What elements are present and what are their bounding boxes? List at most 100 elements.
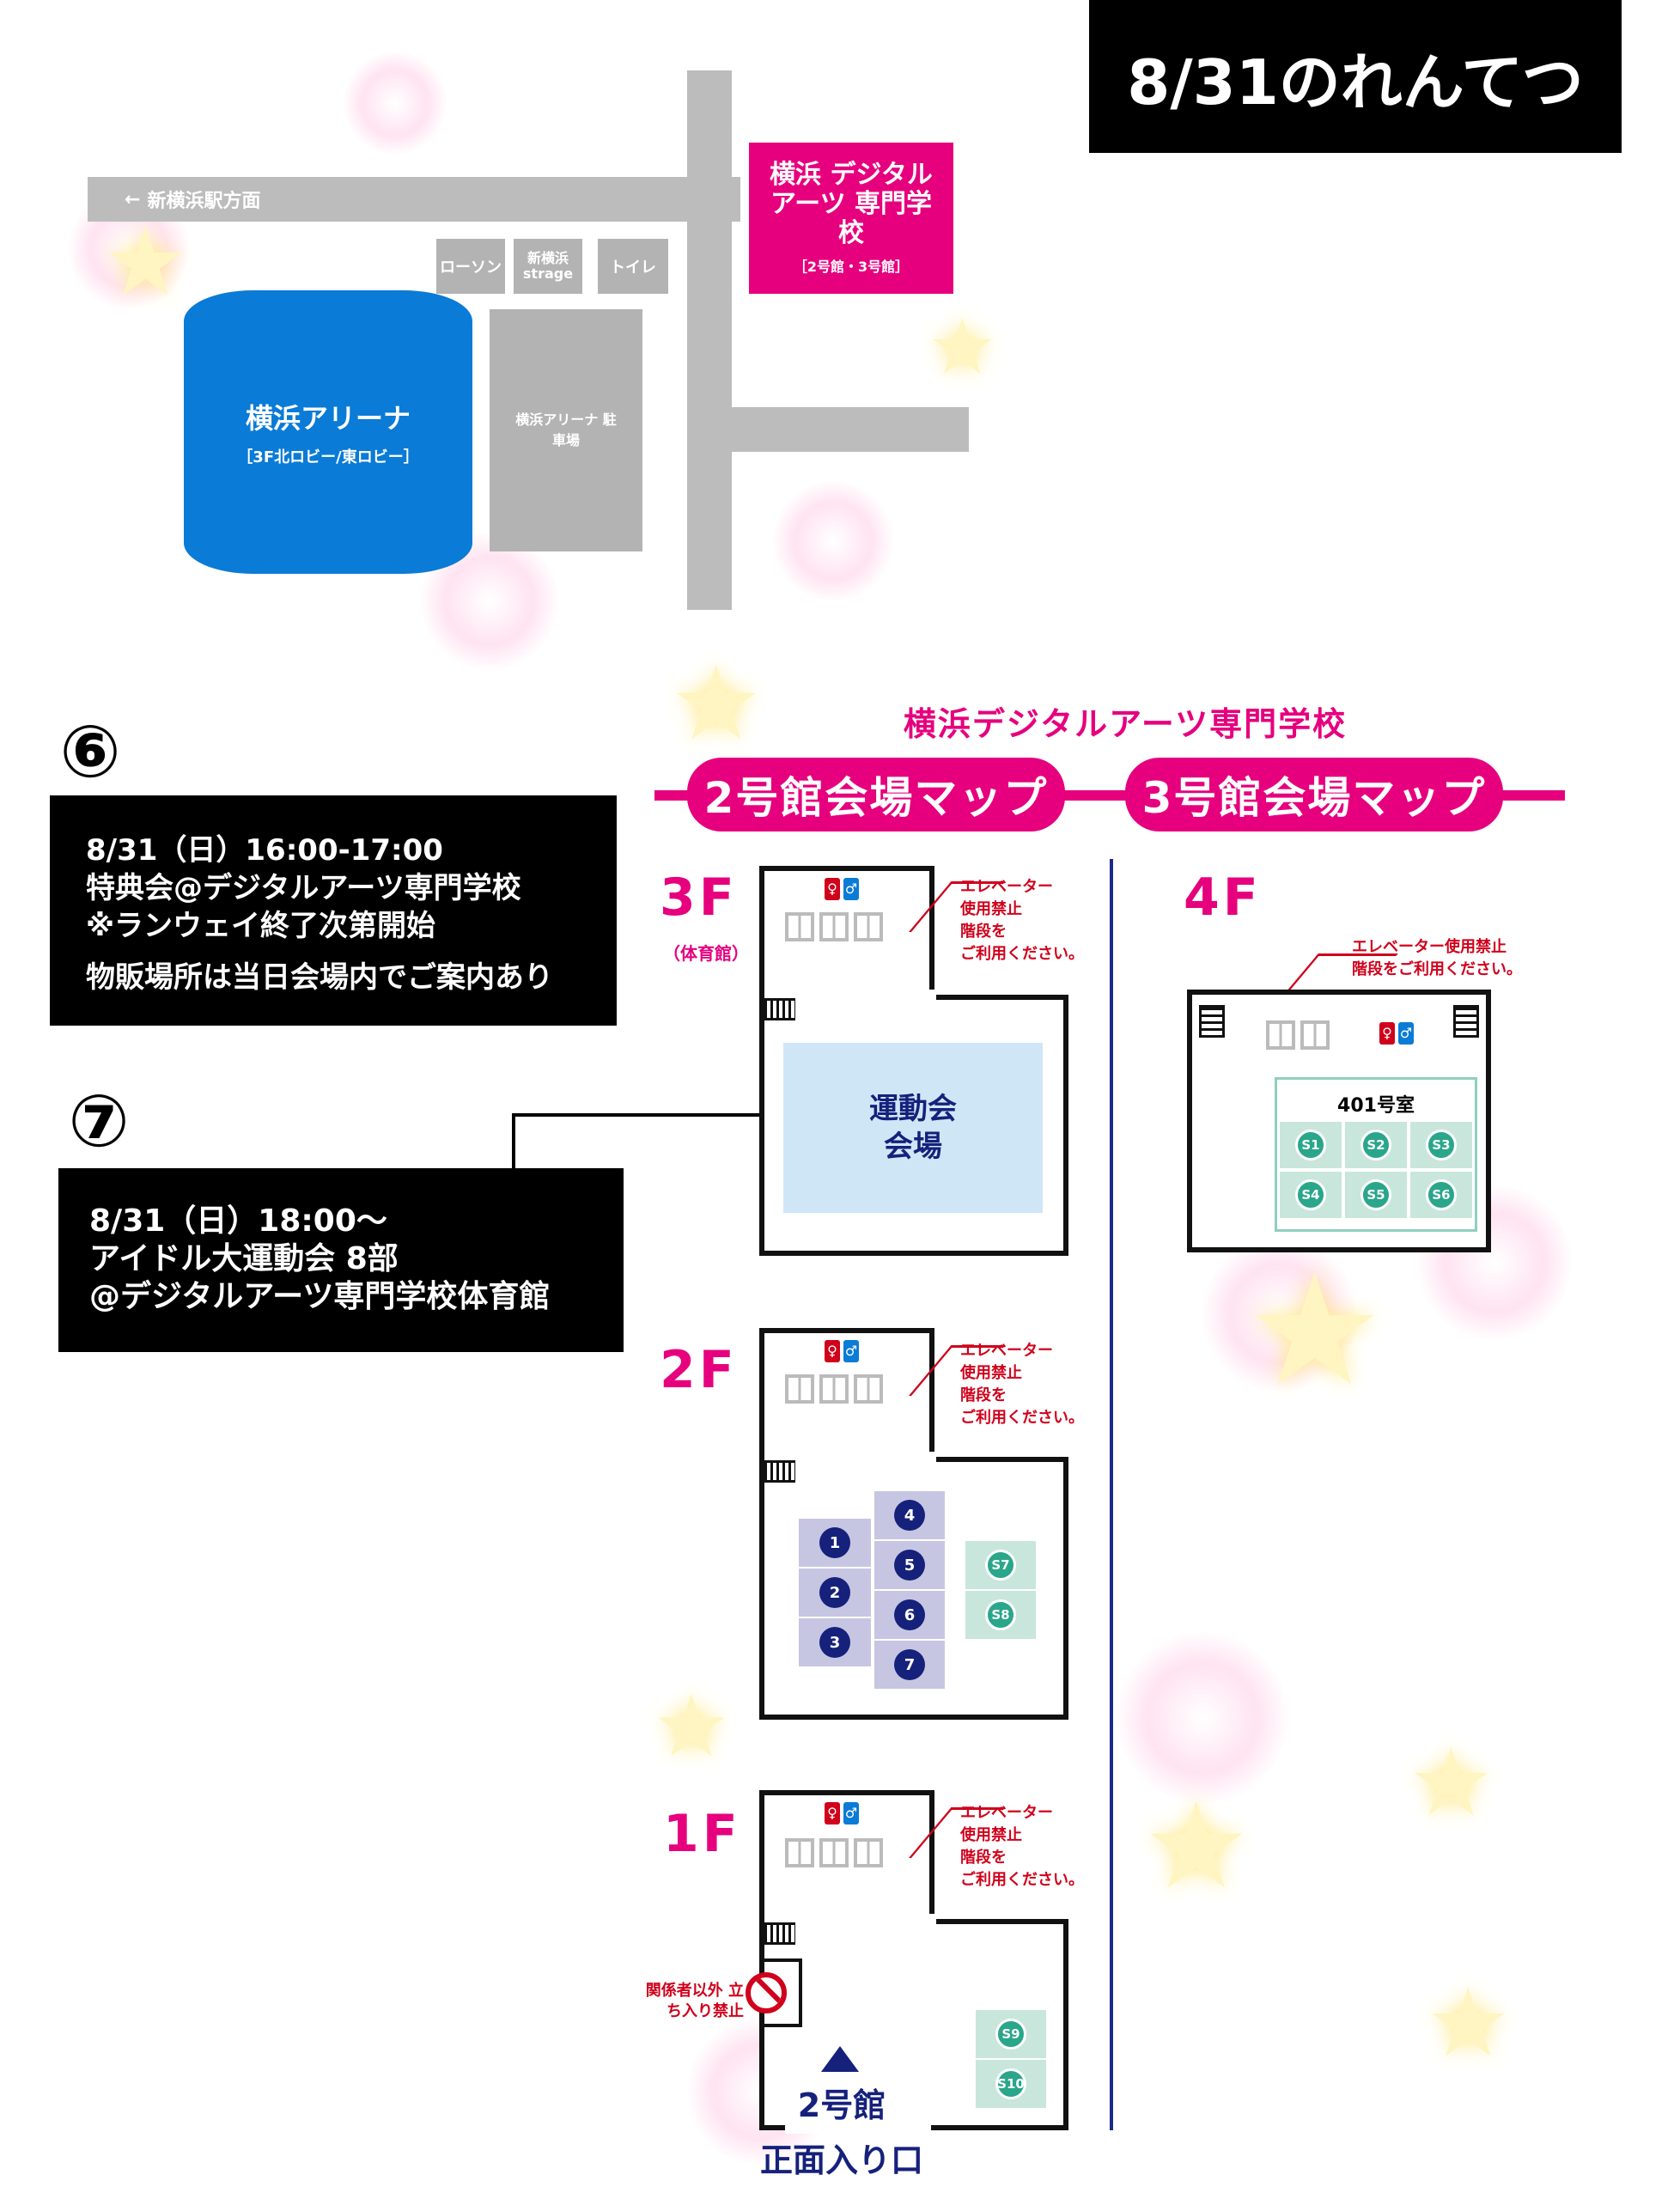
entrance-gap <box>785 2123 931 2134</box>
road-horizontal-top <box>88 177 740 222</box>
elevator-note: エレベーター 使用禁止 階段を ご利用ください。 <box>960 876 1084 965</box>
elevator-note-line: ご利用ください。 <box>960 1409 1084 1427</box>
star-decoration-icon: ★ <box>1142 1776 1251 1916</box>
elevator-icon <box>785 912 883 941</box>
floor-1f-label: 1F <box>663 1804 741 1864</box>
star-decoration-icon: ★ <box>103 207 188 317</box>
event-6-line: ※ランウェイ終了次第開始 <box>86 909 436 943</box>
booth-number: S6 <box>1426 1179 1457 1210</box>
digital-arts-school: 横浜 デジタルアーツ 専門学校 ［2号館・3号館］ <box>749 143 953 294</box>
booth-number: S7 <box>985 1550 1016 1581</box>
elevator-note-line: 使用禁止 <box>960 1364 1022 1382</box>
floor-3f-label: 3F <box>660 868 738 928</box>
booth: 3 <box>799 1618 871 1666</box>
booth: S6 <box>1410 1172 1472 1218</box>
elevator-note-line: 使用禁止 <box>960 900 1022 918</box>
bg-glow <box>344 52 447 155</box>
floor-2f-wall <box>929 1457 1068 1462</box>
booth-number: 2 <box>819 1577 850 1608</box>
elevator-note-line: 使用禁止 <box>960 1826 1022 1844</box>
booth-number: 3 <box>819 1627 850 1658</box>
booth: 5 <box>874 1541 945 1589</box>
map3-label: 3号館会場マップ <box>1125 758 1503 831</box>
road-horizontal-right <box>687 407 969 452</box>
elevator-note: エレベーター 使用禁止 階段を ご利用ください。 <box>960 1802 1084 1891</box>
elevator-note-line: 階段を <box>960 1849 1007 1867</box>
booth-number: S2 <box>1360 1130 1391 1160</box>
event-6-line: 特典会@デジタルアーツ専門学校 <box>86 871 521 905</box>
school-title: 横浜デジタルアーツ専門学校 <box>903 705 1348 743</box>
elevator-icon <box>785 1374 883 1404</box>
booth: S3 <box>1410 1122 1472 1168</box>
elevator-note-line: ご利用ください。 <box>960 1871 1084 1889</box>
event-7-box: 8/31（日）18:00～ アイドル大運動会 8部 @デジタルアーツ専門学校体育… <box>58 1168 624 1352</box>
booth: S1 <box>1280 1122 1342 1168</box>
restroom-icon: ♀♂ <box>1379 1022 1414 1045</box>
yokohama-arena: 横浜アリーナ ［3F北ロビー/東ロビー］ <box>184 290 472 574</box>
booth-number: S4 <box>1295 1179 1326 1210</box>
building-label: 2号館 <box>797 2086 886 2124</box>
divider-line <box>1110 859 1113 2130</box>
no-entry-label: 関係者以外 立ち入り禁止 <box>645 1982 744 2020</box>
connector-line <box>512 1113 515 1168</box>
booth: 2 <box>799 1569 871 1617</box>
stairs-icon <box>1199 1005 1225 1038</box>
booth: S7 <box>965 1541 1036 1589</box>
event-6-box: 8/31（日）16:00-17:00 特典会@デジタルアーツ専門学校 ※ランウェ… <box>50 795 617 1026</box>
direction-sign: ← 新横浜駅方面 <box>125 180 260 218</box>
booth-number: 1 <box>819 1527 850 1558</box>
booth: S2 <box>1345 1122 1407 1168</box>
school-name: 横浜 デジタルアーツ 専門学校 <box>770 160 933 248</box>
floor-3f-wall <box>929 995 1068 1000</box>
bg-glow <box>1202 1237 1357 1392</box>
floor-2f-label: 2F <box>660 1340 738 1400</box>
restroom-icon: ♀♂ <box>825 1802 859 1824</box>
elevator-note-line: エレベーター <box>960 1804 1053 1822</box>
stairs-icon <box>764 998 795 1020</box>
elevator-icon <box>1266 1020 1330 1050</box>
road-vertical <box>687 70 732 610</box>
booth: S10 <box>976 2060 1046 2108</box>
booth: S5 <box>1345 1172 1407 1218</box>
strage-store: 新横浜 strage <box>514 239 582 294</box>
bg-glow <box>773 481 893 601</box>
booth: S8 <box>965 1591 1036 1639</box>
floor-3f-mask <box>764 990 936 1000</box>
page-title: 8/31のれんてつ <box>1089 0 1622 153</box>
floor-4f-label: 4F <box>1184 868 1262 928</box>
booth-number: S8 <box>985 1599 1016 1630</box>
elevator-note-line: 階段を <box>960 923 1007 941</box>
elevator-note-line: エレベーター <box>960 878 1053 896</box>
restroom-icon: ♀♂ <box>825 878 859 900</box>
elevator-note-line: 階段を <box>960 1386 1007 1404</box>
elevator-note-4f: エレベーター使用禁止 階段をご利用ください。 <box>1352 936 1522 981</box>
arena-sub: ［3F北ロビー/東ロビー］ <box>237 448 419 466</box>
entrance-arrow-icon <box>821 2046 859 2072</box>
elevator-note-line: エレベーター <box>960 1342 1053 1360</box>
booth: 6 <box>874 1591 945 1639</box>
stairs-icon <box>1453 1005 1479 1038</box>
restroom-icon: ♀♂ <box>825 1340 859 1362</box>
school-sub: ［2号館・3号館］ <box>793 259 910 275</box>
map2-label: 2号館会場マップ <box>687 758 1065 831</box>
elevator-note-line: エレベーター使用禁止 <box>1352 938 1507 956</box>
arrow-left-icon: ← <box>125 188 141 210</box>
main-entrance-label: 正面入り口 <box>759 2141 923 2179</box>
star-decoration-icon: ★ <box>653 1676 730 1776</box>
stairs-icon <box>764 1922 795 1945</box>
sports-hall: 運動会 会場 <box>783 1043 1043 1213</box>
floor-3f-sub: （体育館） <box>663 943 749 964</box>
booth: 4 <box>874 1491 945 1539</box>
event-7-line: @デジタルアーツ専門学校体育館 <box>89 1279 551 1314</box>
elevator-icon <box>785 1838 883 1867</box>
event-6-line: 物販場所は当日会場内でご案内あり <box>86 960 553 995</box>
event-number-6: ⑥ <box>59 710 121 794</box>
booth-number: 6 <box>894 1599 925 1630</box>
floor-1f-wall <box>929 1919 1068 1924</box>
booth-number: 5 <box>894 1550 925 1581</box>
elevator-note-line: 階段をご利用ください。 <box>1352 960 1522 978</box>
booth-number: S9 <box>995 2019 1026 2050</box>
booth: 1 <box>799 1519 871 1567</box>
booth: 7 <box>874 1641 945 1689</box>
booth-number: 4 <box>894 1500 925 1531</box>
